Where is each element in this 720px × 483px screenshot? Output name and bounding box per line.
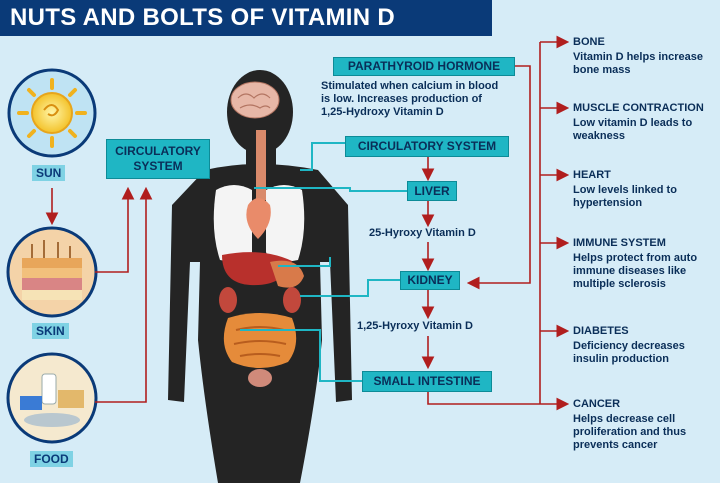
food-label: FOOD [30, 451, 73, 467]
effect-cancer-desc-line3: prevents cancer [573, 439, 658, 451]
effect-cancer-desc-line1: Helps decrease cell [573, 413, 676, 425]
circulatory-system-box: CIRCULATORY SYSTEM [345, 136, 509, 157]
effect-diabetes-desc-line2: insulin production [573, 353, 669, 365]
parathyroid-desc-line2: is low. Increases production of [321, 93, 482, 105]
effect-heart-desc: Low levels linked to hypertension [573, 184, 677, 210]
title-bar: NUTS AND BOLTS OF VITAMIN D [0, 0, 492, 36]
parathyroid-desc-line3: 1,25-Hydroxy Vitamin D [321, 106, 444, 118]
effect-immune-desc-line2: immune diseases like [573, 265, 687, 277]
effect-muscle-desc-line1: Low vitamin D leads to [573, 117, 693, 129]
pathway-arrows [421, 35, 570, 411]
effect-immune-title: IMMUNE SYSTEM [573, 237, 666, 249]
effect-cancer-title: CANCER [573, 398, 621, 410]
effect-cancer-desc: Helps decrease cell proliferation and th… [573, 413, 686, 452]
hydroxy-vitamin-d-125-label: 1,25-Hyroxy Vitamin D [357, 320, 473, 332]
effect-muscle-desc: Low vitamin D leads to weakness [573, 117, 692, 143]
effect-heart-desc-line1: Low levels linked to [573, 184, 677, 196]
effect-heart-title: HEART [573, 169, 611, 181]
effect-bone-desc: Vitamin D helps increase bone mass [573, 51, 703, 77]
liver-box: LIVER [407, 181, 457, 201]
kidney-box: KIDNEY [400, 271, 460, 290]
small-intestine-box: SMALL INTESTINE [362, 371, 492, 392]
human-body-illustration [168, 70, 352, 483]
effect-immune-desc: Helps protect from auto immune diseases … [573, 252, 697, 291]
effect-cancer-desc-line2: proliferation and thus [573, 426, 687, 438]
effect-immune-desc-line3: multiple sclerosis [573, 278, 666, 290]
effect-muscle-title: MUSCLE CONTRACTION [573, 102, 704, 114]
circulatory-left-line1: CIRCULATORY [115, 144, 201, 158]
hydroxy-vitamin-d-25-label: 25-Hyroxy Vitamin D [369, 227, 476, 239]
effect-diabetes-title: DIABETES [573, 325, 629, 337]
effect-diabetes-desc: Deficiency decreases insulin production [573, 340, 685, 366]
effect-heart-desc-line2: hypertension [573, 197, 643, 209]
parathyroid-hormone-box: PARATHYROID HORMONE [333, 57, 515, 76]
effect-bone-title: BONE [573, 36, 605, 48]
circulatory-left-line2: SYSTEM [133, 159, 183, 173]
parathyroid-desc-line1: Stimulated when calcium in blood [321, 80, 499, 92]
source-arrows [45, 186, 153, 403]
food-circle [6, 352, 98, 444]
effect-immune-desc-line1: Helps protect from auto [573, 252, 698, 264]
skin-circle [6, 226, 98, 318]
effect-diabetes-desc-line1: Deficiency decreases [573, 340, 685, 352]
circulatory-system-left-box: CIRCULATORY SYSTEM [106, 139, 210, 179]
effect-bone-desc-line2: bone mass [573, 64, 631, 76]
organ-connectors [240, 142, 407, 382]
sun-label: SUN [32, 165, 66, 181]
effect-muscle-desc-line2: weakness [573, 130, 625, 142]
effect-bone-desc-line1: Vitamin D helps increase [573, 51, 704, 63]
skin-label: SKIN [32, 323, 69, 339]
sun-circle [7, 68, 97, 158]
parathyroid-description: Stimulated when calcium in blood is low.… [321, 80, 498, 119]
page-title: NUTS AND BOLTS OF VITAMIN D [10, 4, 395, 31]
